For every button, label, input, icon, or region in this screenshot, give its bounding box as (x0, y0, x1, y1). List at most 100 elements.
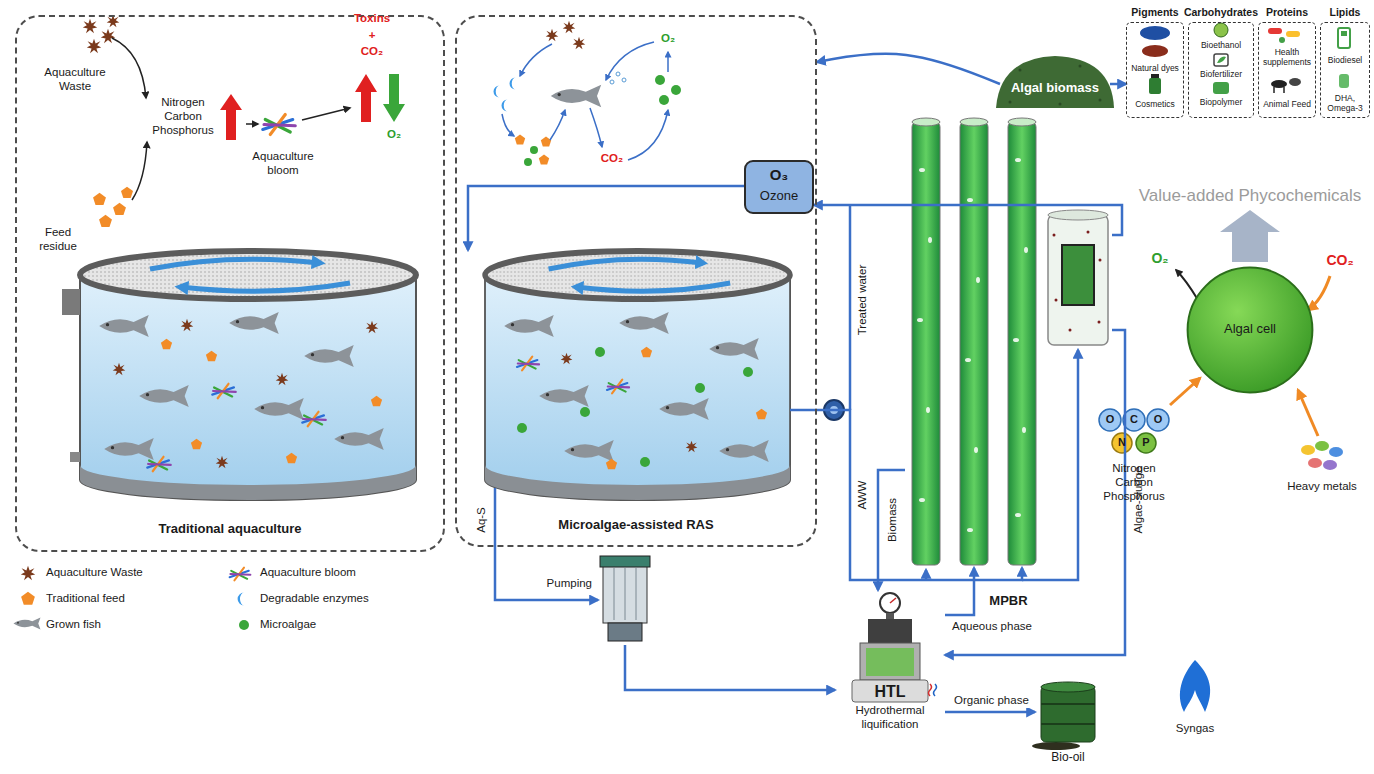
traditional-tank (139, 385, 189, 407)
ras-cycle-sketch (530, 146, 538, 154)
edge-label: AWW (856, 479, 870, 512)
ras-tank (517, 423, 527, 433)
photobioreactor-tubes (912, 122, 940, 565)
section-title: Value-added Phycochemicals (1139, 186, 1362, 206)
product-icons (1214, 54, 1228, 66)
legend-samples (21, 566, 35, 580)
legend-item: Traditional feed (46, 592, 125, 606)
ras-cycle-sketch (546, 29, 559, 42)
product-icons (1214, 23, 1228, 37)
nutrient-cycle-sketch (302, 108, 350, 120)
connector-arrow (495, 547, 598, 600)
biomass-box: Algal biomass (1000, 60, 1110, 108)
nutrient-cycle-sketch (83, 19, 97, 33)
legend-samples (21, 592, 35, 605)
ras-tank (686, 441, 698, 453)
bio-oil-barrel-sketch (1032, 682, 1095, 750)
ras-cycle-sketch (659, 95, 669, 105)
legend-samples (14, 618, 41, 630)
legend-text: Traditional feed (46, 592, 125, 604)
ras-tank (504, 315, 554, 337)
ras-tank (485, 251, 790, 500)
feed-label: Feed residue (30, 226, 86, 254)
node-text: Cosmetics (1129, 99, 1181, 109)
bio-oil-barrel-sketch (1032, 742, 1080, 750)
photobioreactor-tubes (1055, 299, 1058, 302)
node-text: Bioethanol (1191, 40, 1251, 50)
ras-cycle-sketch (655, 75, 665, 85)
photobioreactor-tubes (976, 277, 980, 283)
node-text: Pumping (547, 577, 592, 591)
ras-cycle-sketch (510, 78, 516, 90)
bio-oil-barrel-sketch (1041, 686, 1095, 742)
edge-label: Organic phase (952, 694, 1031, 708)
photobioreactor-tubes (965, 358, 971, 362)
photobioreactor-tubes (1053, 231, 1102, 332)
algal-biomass-pile (996, 56, 1114, 108)
submersible-pump (600, 556, 650, 641)
ras-tank (790, 409, 817, 412)
photobioreactor-tubes (919, 498, 925, 502)
htl-reactor-sketch (860, 643, 920, 680)
node-text: Natural dyes (1129, 63, 1181, 73)
heavy-metal-icons (1308, 458, 1322, 468)
product-icons (1217, 57, 1226, 63)
node-text: Traditional aquaculture (20, 521, 440, 537)
algal-cell-arrows (1298, 390, 1318, 436)
ras-tank (743, 367, 753, 377)
ras-cycle-sketch (573, 37, 586, 50)
htl-reactor-sketch (929, 684, 932, 696)
ras-cycle-sketch (616, 72, 620, 76)
node-text: Hydrothermal liquification (838, 704, 942, 732)
connector-arrow (625, 645, 835, 690)
edge-label: Aq-S (475, 505, 489, 535)
gas-label: CO₂ (601, 152, 623, 166)
photobioreactor-tubes (1048, 210, 1108, 220)
product-icons (1268, 28, 1282, 34)
node-text: Biopolymer (1191, 97, 1251, 107)
nutrient-molecules (1147, 409, 1169, 431)
ras-cycle-sketch (494, 21, 682, 166)
htl-reactor-sketch (868, 619, 912, 643)
connector-arrow (878, 470, 905, 590)
algal-cell: Algal cell (1185, 265, 1315, 395)
traditional-tank (113, 363, 126, 376)
photobioreactor-tubes (1087, 231, 1090, 234)
photobioreactor-tubes (960, 122, 988, 565)
ras-cycle-sketch (520, 44, 552, 76)
node-text: O₃ (749, 166, 809, 184)
photobioreactor-tubes (967, 528, 973, 532)
cell-outline (1188, 268, 1313, 393)
ras-cycle-sketch (502, 114, 514, 136)
nutrient-label: Nitrogen Carbon Phosphorus (1102, 462, 1166, 503)
ozone-box: O₃Ozone (744, 160, 814, 214)
nutrient-cycle-sketch (112, 38, 146, 98)
traditional-tank (99, 315, 149, 337)
product-icons (1339, 74, 1349, 88)
product-icons (1140, 26, 1170, 40)
nutrient-cycle-sketch (99, 215, 112, 227)
bio-oil-barrel-sketch (1041, 723, 1095, 725)
ras-tank (619, 312, 669, 334)
node-text: Animal Feed (1261, 99, 1313, 109)
gas-label: CO₂ (1326, 252, 1353, 269)
ras-cycle-sketch (502, 100, 508, 112)
product-icons (1140, 23, 1350, 94)
ras-tank (756, 409, 767, 420)
photobioreactor-tubes (1048, 215, 1108, 345)
htl-reactor-sketch (880, 593, 900, 613)
nutrient-cycle-sketch (383, 74, 405, 122)
nutrient-molecules (1123, 409, 1145, 431)
algal-cell-arrows (1176, 270, 1198, 300)
ras-tank (494, 488, 497, 547)
node-text: Algal biomass (1003, 80, 1107, 96)
legend-text: Grown fish (46, 618, 101, 630)
traditional-tank (181, 319, 194, 332)
ras-cycle-sketch (494, 86, 500, 98)
traditional-tank (80, 251, 416, 500)
ras-cycle-sketch (606, 42, 654, 80)
legend-text: Microalgae (260, 618, 316, 630)
legend-item: Microalgae (260, 618, 316, 632)
product-icons (1271, 80, 1287, 88)
atom-letter: P (1142, 436, 1149, 449)
